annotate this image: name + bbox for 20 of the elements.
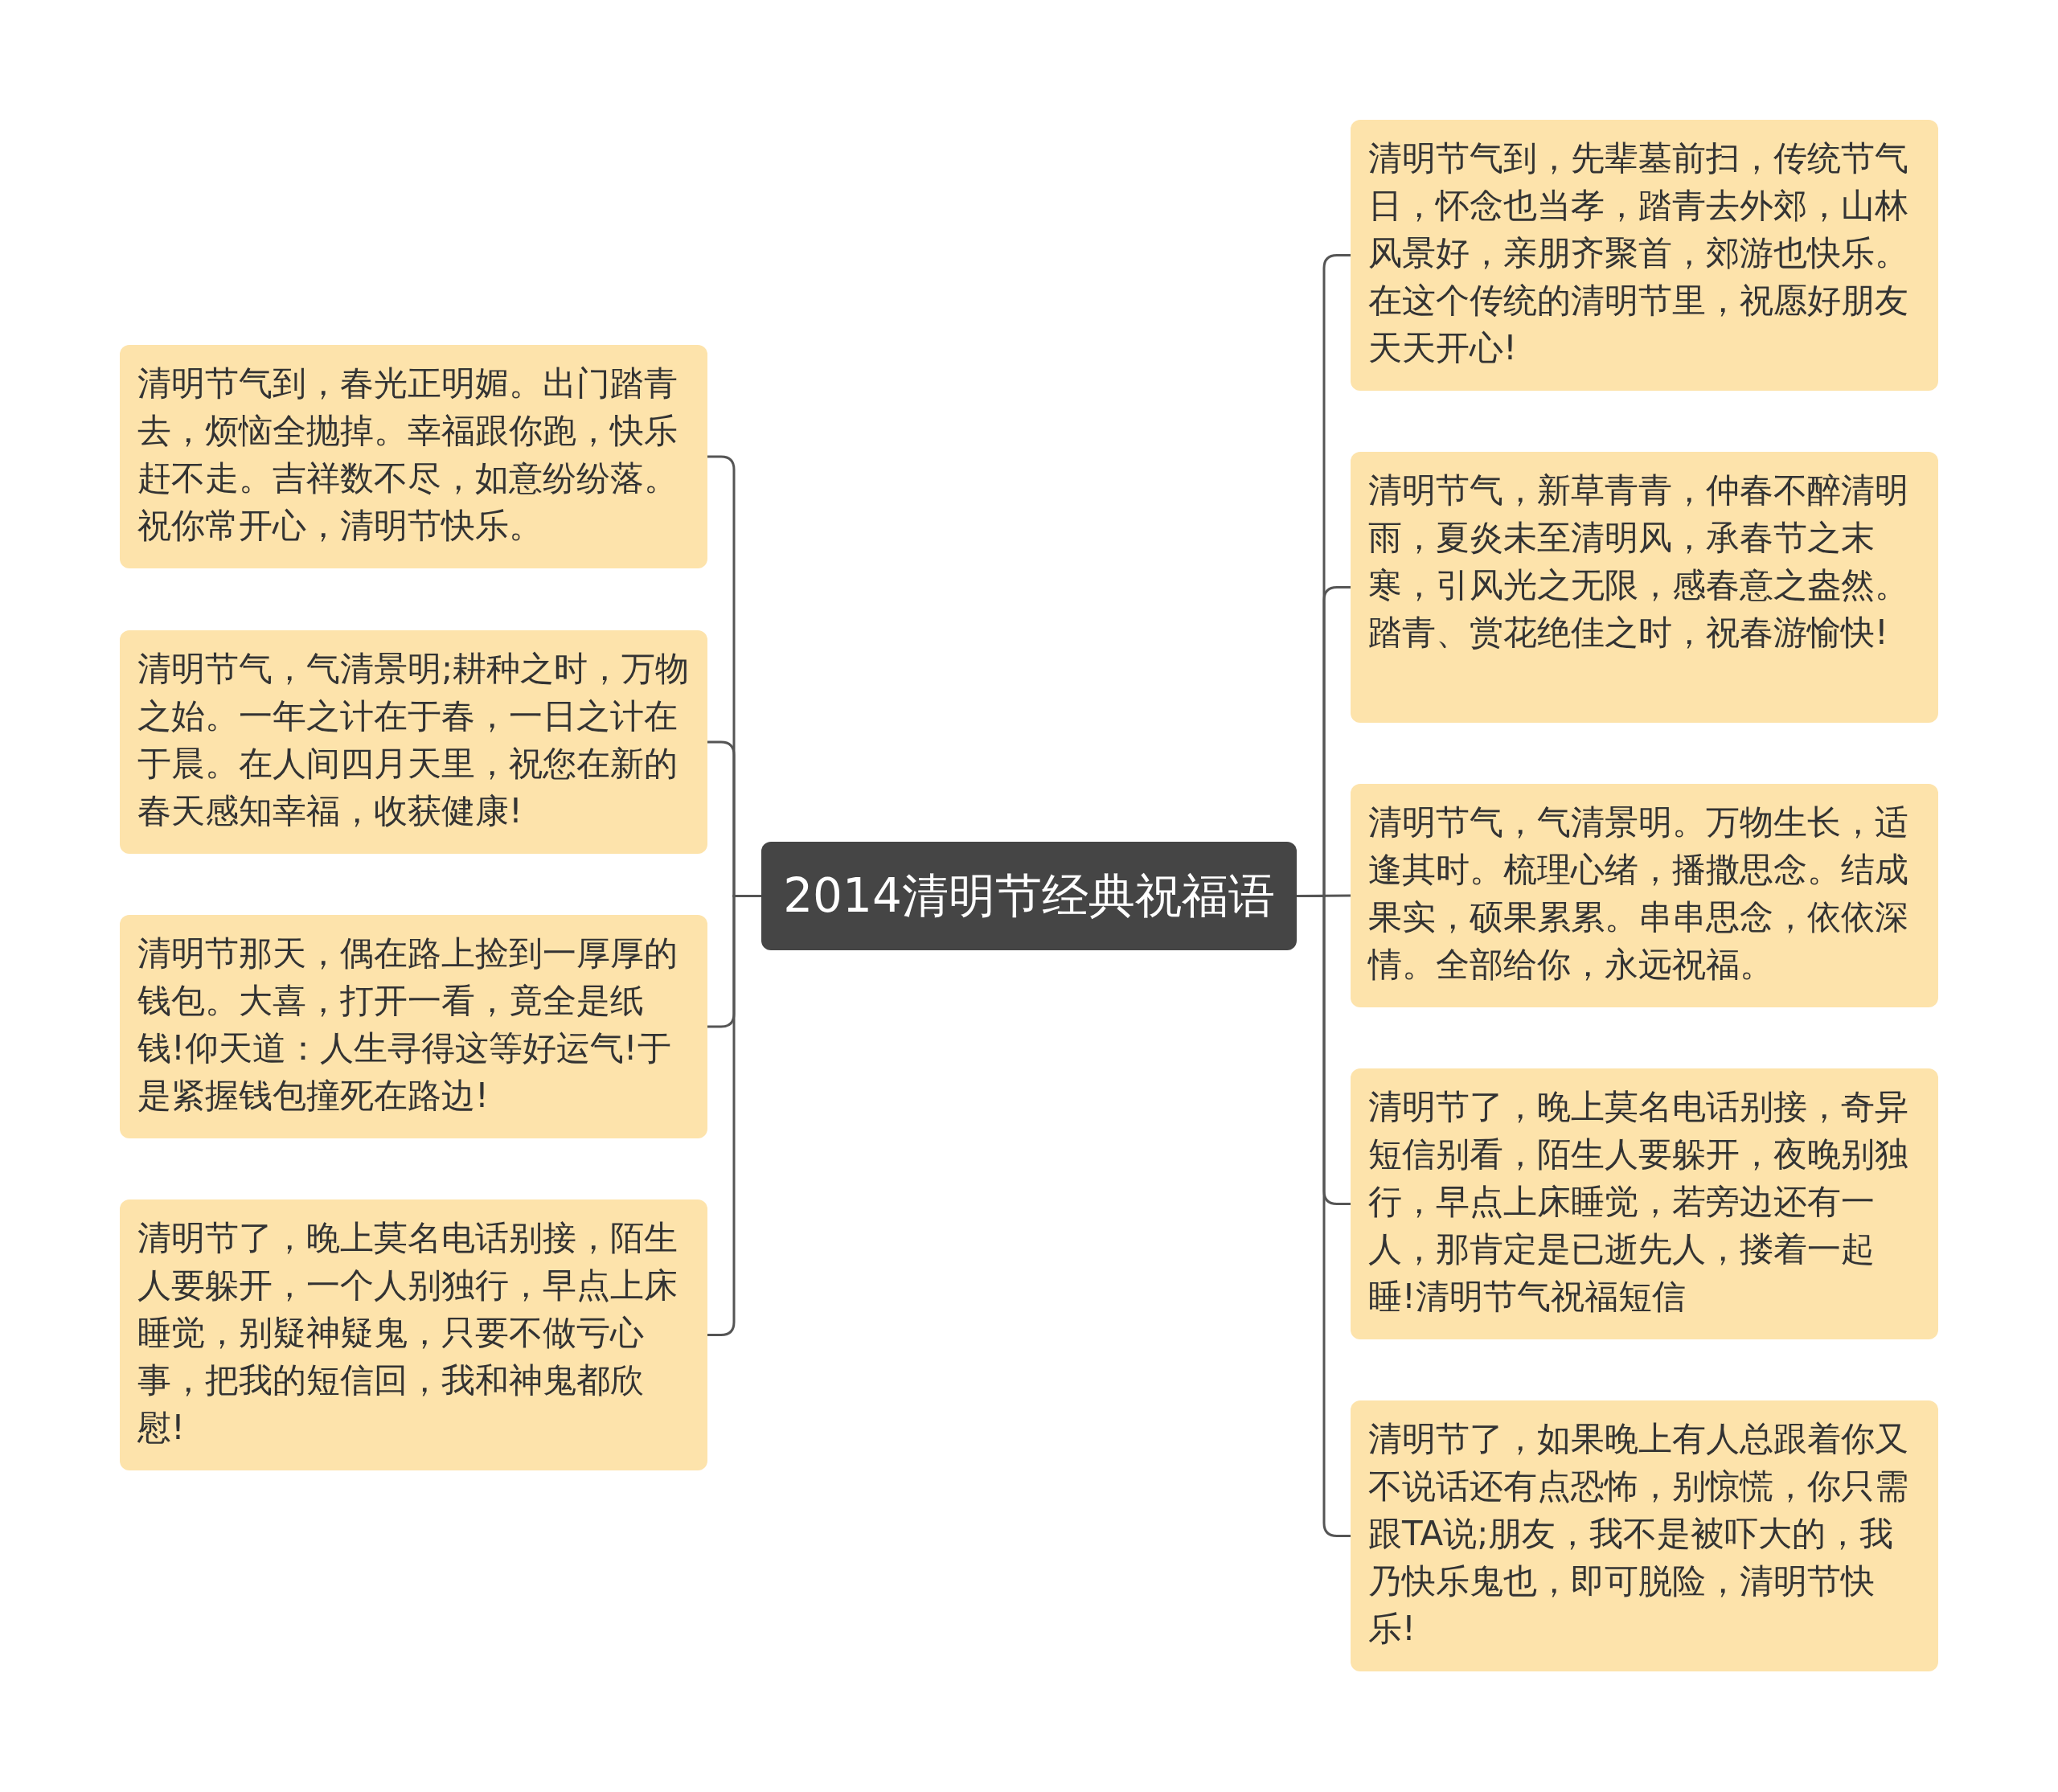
message-text: 清明节气，气清景明。万物生长，适逢其时。梳理心绪，播撒思念。结成果实，硕果累累。串串思念，依依深情。全部给你，永远祝福。 <box>1368 802 1908 984</box>
message-box <box>1351 120 1938 391</box>
message-text: 清明节那天，偶在路上捡到一厚厚的钱包。大喜，打开一看，竟全是纸钱!仰天道：人生寻得这等好运气!于是紧握钱包撞死在路边! <box>137 933 678 1115</box>
topic-box <box>761 842 1297 950</box>
message-text: 清明节气到，春光正明媚。出门踏青去，烦恼全抛掉。幸福跟你跑，快乐赶不走。吉祥数不尽，如意纷纷落。祝你常开心，清明节快乐。 <box>137 363 678 545</box>
message-box <box>1351 784 1938 1007</box>
message-box <box>1351 452 1938 723</box>
message-text: 清明节气，新草青青，仲春不醉清明雨，夏炎未至清明风，承春节之末寒，引风光之无限，感春意之盎然。踏青、赏花绝佳之时，祝春游愉快! <box>1368 470 1908 652</box>
topic-title: 2014清明节经典祝福语 <box>783 867 1275 925</box>
message-box <box>120 345 707 568</box>
message-text: 清明节了，如果晚上有人总跟着你又不说话还有点恐怖，别惊慌，你只需跟TA说;朋友，我不是被吓大的，我乃快乐鬼也，即可脱险，清明节快乐! <box>1368 1419 1908 1648</box>
message-text: 清明节气，气清景明;耕种之时，万物之始。一年之计在于春，一日之计在于晨。在人间四月天里，祝您在新的春天感知幸福，收获健康! <box>137 649 690 830</box>
message-text: 清明节气到，先辈墓前扫，传统节气日，怀念也当孝，踏青去外郊，山林风景好，亲朋齐聚首，郊游也快乐。在这个传统的清明节里，祝愿好朋友天天开心! <box>1368 138 1908 367</box>
message-box <box>120 630 707 854</box>
message-box <box>1351 1400 1938 1671</box>
message-text: 清明节了，晚上莫名电话别接，奇异短信别看，陌生人要躲开，夜晚别独行，早点上床睡觉，若旁边还有一人，那肯定是已逝先人，搂着一起睡!清明节气祝福短信 <box>1368 1087 1908 1316</box>
message-box <box>1351 1068 1938 1339</box>
message-box <box>120 915 707 1138</box>
message-text: 清明节了，晚上莫名电话别接，陌生人要躲开，一个人别独行，早点上床睡觉，别疑神疑鬼，只要不做亏心事，把我的短信回，我和神鬼都欣慰! <box>137 1218 678 1447</box>
message-box <box>120 1199 707 1470</box>
